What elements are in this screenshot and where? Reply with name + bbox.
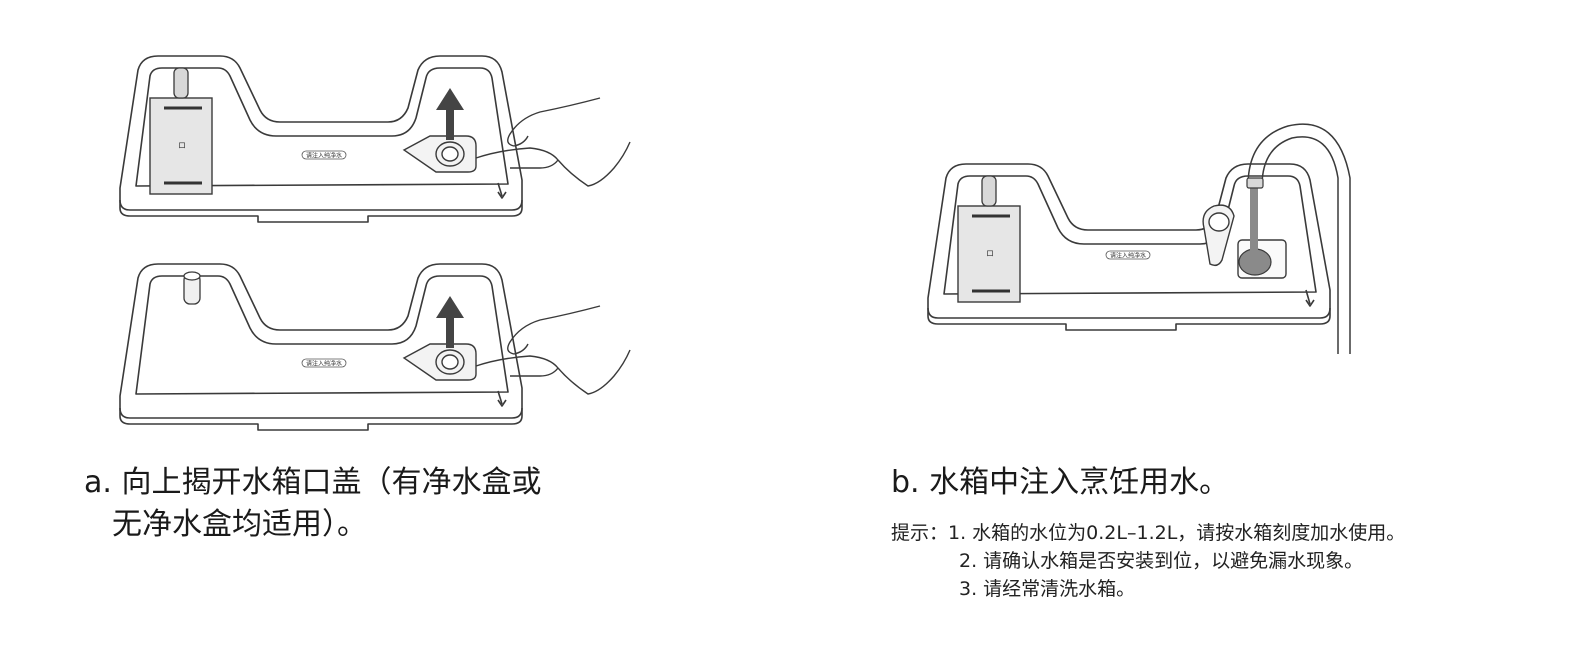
step-a-prefix: a. <box>84 465 112 500</box>
step-a-line1: 向上揭开水箱口盖（有净水盒或 <box>121 465 542 500</box>
water-inlet-cap <box>402 135 477 173</box>
step-a-instruction: a. 向上揭开水箱口盖（有净水盒或 无净水盒均适用）。 <box>84 462 541 546</box>
step-b-instruction: b. 水箱中注入烹饪用水。 <box>891 462 1229 504</box>
opened-cap <box>1202 204 1235 267</box>
illustration-tray-without-filter-box: 请注入纯净水 <box>119 263 631 431</box>
step-a-line2: 无净水盒均适用）。 <box>112 507 367 542</box>
tray-label: 请注入纯净水 <box>301 150 347 160</box>
step-b-text: 水箱中注入烹饪用水。 <box>929 465 1230 500</box>
svg-text:ロ: ロ <box>178 141 186 150</box>
svg-text:请注入纯净水: 请注入纯净水 <box>306 152 342 160</box>
hand-illustration <box>475 97 631 187</box>
tip-item: 1. 水箱的水位为0.2L–1.2L，请按水箱刻度加水使用。 <box>948 522 1406 544</box>
up-arrow-icon <box>436 296 464 348</box>
tip-item: 2. 请确认水箱是否安装到位，以避免漏水现象。 <box>959 550 1364 572</box>
filter-socket <box>183 271 201 305</box>
step-b-prefix: b. <box>891 465 920 500</box>
svg-text:请注入纯净水: 请注入纯净水 <box>1110 252 1146 260</box>
tray-outer-outline <box>119 55 523 211</box>
illustration-tray-with-filter-box: ロ 请注入纯净水 <box>119 55 631 223</box>
up-arrow-icon <box>436 88 464 140</box>
svg-text:ロ: ロ <box>986 249 994 258</box>
tray-base <box>119 200 523 223</box>
tip-item: 3. 请经常清洗水箱。 <box>959 578 1136 600</box>
tips-label: 提示： <box>891 522 949 544</box>
tips-section: 提示：1. 水箱的水位为0.2L–1.2L，请按水箱刻度加水使用。 2. 请确认… <box>891 519 1571 603</box>
tip-row-1: 提示：1. 水箱的水位为0.2L–1.2L，请按水箱刻度加水使用。 <box>891 519 1571 547</box>
filter-box <box>149 97 213 195</box>
svg-text:请注入纯净水: 请注入纯净水 <box>306 360 342 368</box>
illustration-filling-water: ロ 请注入纯净水 <box>927 123 1351 354</box>
water-stream <box>1250 188 1258 264</box>
water-hose <box>1247 123 1351 354</box>
